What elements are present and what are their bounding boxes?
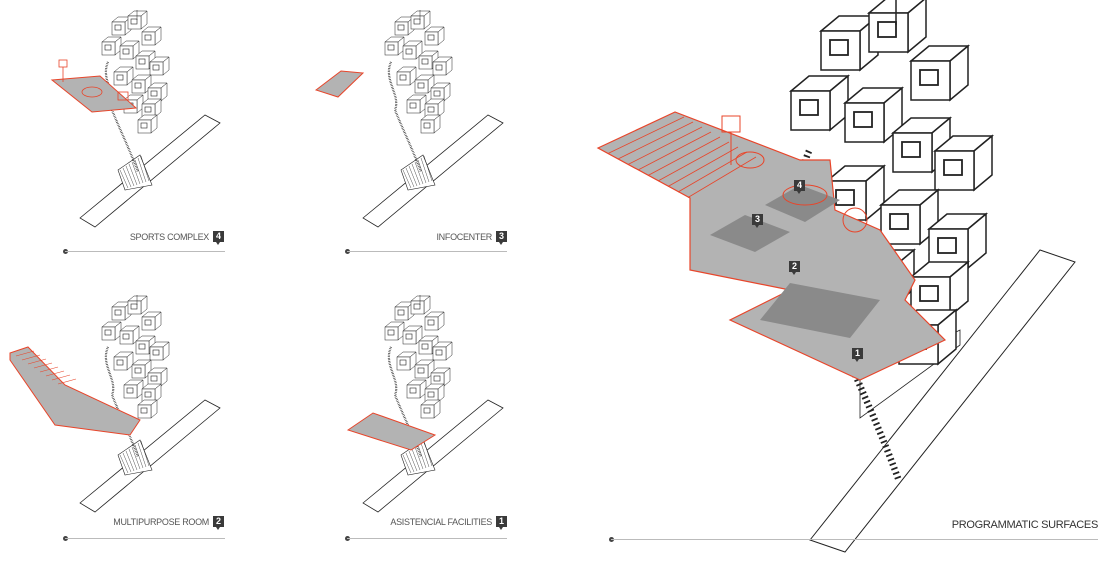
surface-marker: 2 <box>789 261 800 275</box>
main-title: PROGRAMMATIC SURFACES <box>951 519 1099 531</box>
divider <box>611 539 1098 540</box>
panel-multipurpose-room <box>9 293 221 513</box>
panel-number-badge: 1 <box>496 516 507 530</box>
panel-sports-complex <box>50 8 221 228</box>
divider <box>65 538 225 539</box>
panel-title: INFOCENTER <box>436 232 492 242</box>
panel-number-badge: 4 <box>213 231 224 245</box>
panel-title: MULTIPURPOSE ROOM <box>113 517 209 527</box>
panel-title: SPORTS COMPLEX <box>129 232 209 242</box>
divider <box>65 251 225 252</box>
panel-programmatic-surfaces <box>596 0 1076 553</box>
panel-number-badge: 2 <box>213 516 224 530</box>
panel-infocenter <box>314 8 504 228</box>
surface-marker: 1 <box>852 348 863 362</box>
divider <box>347 538 507 539</box>
panel-title: ASISTENCIAL FACILITIES <box>390 517 492 527</box>
divider <box>347 251 507 252</box>
surface-marker: 3 <box>752 214 763 228</box>
surface-marker: 4 <box>794 180 805 194</box>
panel-asistencial-facilities <box>346 293 504 513</box>
panel-number-badge: 3 <box>496 231 507 245</box>
